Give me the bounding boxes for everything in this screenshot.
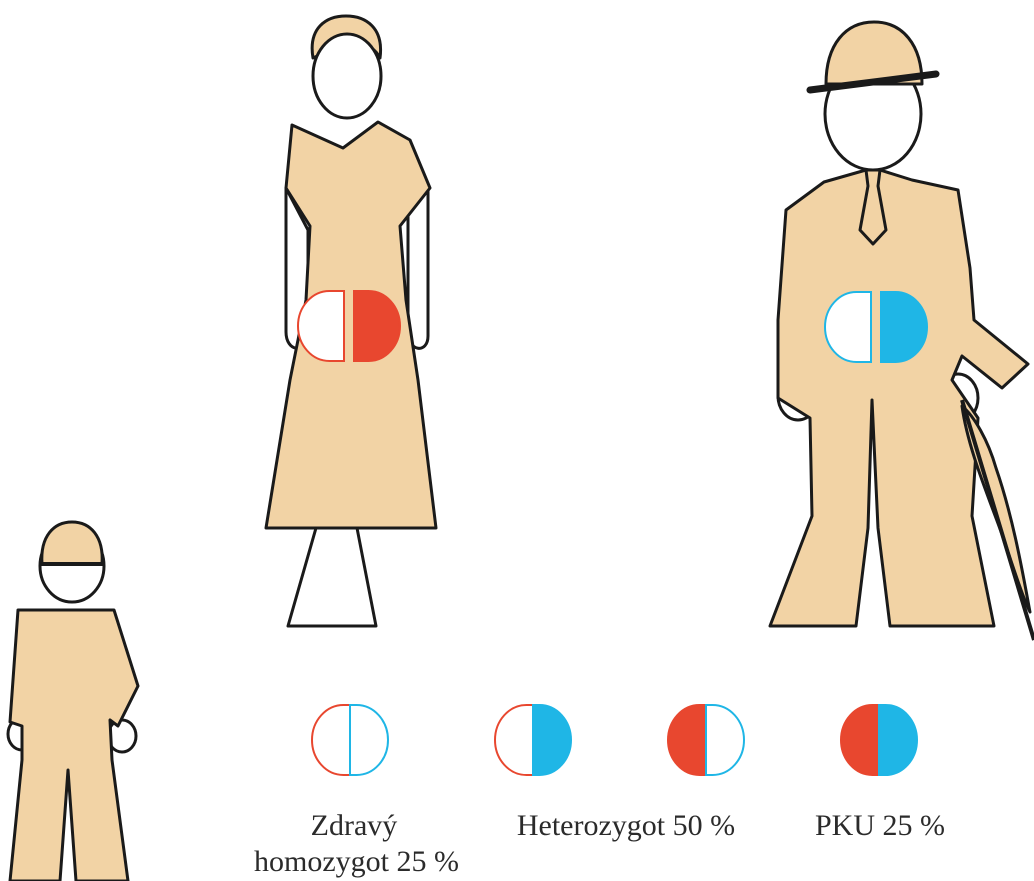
- label-heterozygote: Heterozygot 50 %: [506, 808, 746, 844]
- label-healthy-line2: homozygot 25 %: [254, 844, 454, 880]
- outcome-capsule-healthy: [312, 705, 388, 775]
- capsule-left-half: [841, 705, 879, 775]
- father-suit: [770, 170, 1028, 626]
- label-pku-line1: PKU 25 %: [800, 808, 960, 844]
- capsule-left-half: [312, 705, 350, 775]
- label-pku: PKU 25 %: [800, 808, 960, 844]
- capsule-left-half: [495, 705, 533, 775]
- label-healthy-homozygote: Zdravý homozygot 25 %: [254, 808, 454, 880]
- capsule-right-half: [879, 705, 917, 775]
- mother-face: [313, 34, 381, 118]
- label-healthy-line1: Zdravý: [254, 808, 454, 844]
- mother-legs: [288, 528, 376, 626]
- capsule-right-half: [533, 705, 571, 775]
- child-figure: [8, 522, 138, 881]
- capsule-right-half: [350, 705, 388, 775]
- child-cap: [42, 522, 102, 564]
- outcome-capsule-heterozygote-a: [495, 705, 571, 775]
- outcome-capsule-heterozygote-b: [668, 705, 744, 775]
- label-heterozygote-line1: Heterozygot 50 %: [506, 808, 746, 844]
- capsule-right-half: [706, 705, 744, 775]
- outcome-capsule-pku: [841, 705, 917, 775]
- mother-figure: [266, 16, 436, 626]
- capsule-left-half: [668, 705, 706, 775]
